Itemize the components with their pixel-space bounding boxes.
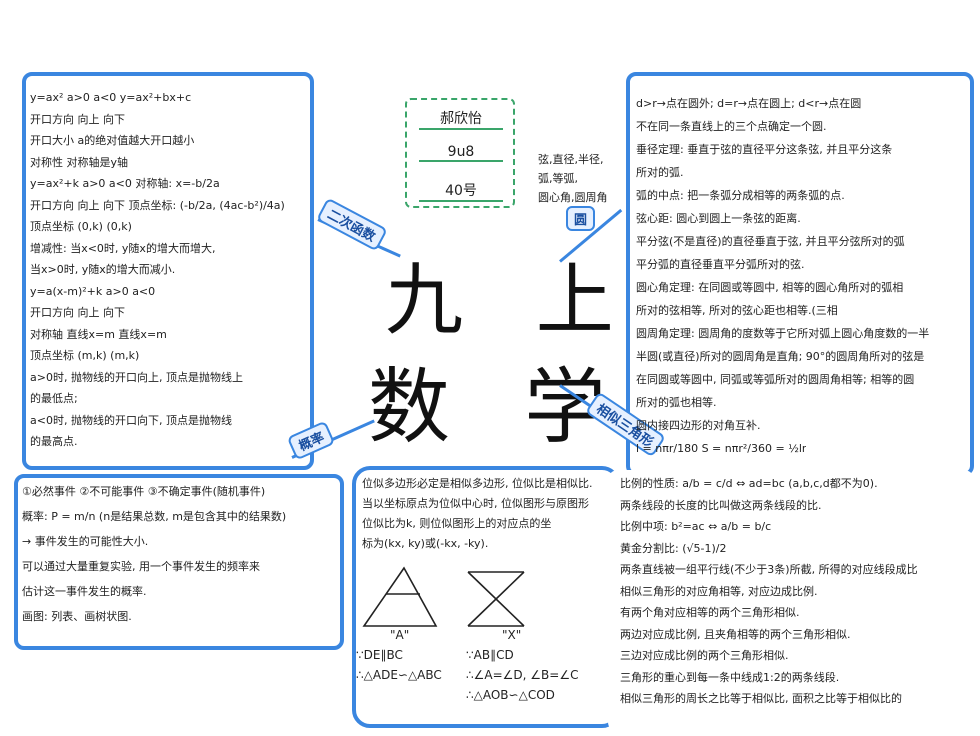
quadratic-lines-line: a>0时, 抛物线的开口向上, 顶点是抛物线上 [30,370,243,384]
quadratic-lines-line: 的最高点. [30,435,78,448]
triangle-x-condition: ∵AB∥CD [466,648,514,662]
circle-terms-line: 弦,直径,半径, [538,153,604,166]
ratio-lines-line: 黄金分割比: (√5-1)/2 [620,541,727,555]
seat-number: 40号 [419,180,503,202]
triangle-x-angles: ∴∠A=∠D, ∠B=∠C [466,668,579,682]
probability-panel [14,474,344,650]
circle-lines-line: 平分弦(不是直径)的直径垂直于弦, 并且平分弦所对的弧 [636,235,905,248]
triangle-a-label: "A" [390,628,410,642]
similar-lines-line: 当以坐标原点为位似中心时, 位似图形与原图形 [362,497,589,510]
similar-lines-line: 位似多边形必定是相似多边形, 位似比是相似比. [362,477,593,490]
ratio-lines-line: 两条线段的长度的比叫做这两条线段的比. [620,498,822,512]
circle-lines-line: 半圆(或直径)所对的圆周角是直角; 90°的圆周角所对的弦是 [636,350,925,363]
quadratic-lines-line: y=a(x-m)²+k a>0 a<0 [30,284,156,298]
student-name: 郝欣怡 [419,108,503,130]
ratio-lines-line: 三边对应成比例的两个三角形相似. [620,649,789,662]
tag-circle: 圆 [566,206,596,231]
circle-lines-line: 在同圆或等圆中, 同弧或等弧所对的圆周角相等; 相等的圆 [636,373,915,386]
probability-lines-line: → 事件发生的可能性大小. [22,535,149,548]
triangle-a-figure [362,566,438,627]
quadratic-lines-line: 增减性: 当x<0时, y随x的增大而增大, [30,241,216,255]
circle-lines-line: 弦心距: 圆心到圆上一条弦的距离. [636,212,801,225]
circle-lines-line: 不在同一条直线上的三个点确定一个圆. [636,120,827,133]
ratio-lines-line: 比例中项: b²=ac ⇔ a/b = b/c [620,520,772,533]
similar-lines-line: 位似比为k, 则位似图形上的对应点的坐 [362,517,552,530]
quadratic-lines-line: 顶点坐标 (m,k) (m,k) [30,349,140,362]
quadratic-lines-line: a<0时, 抛物线的开口向下, 顶点是抛物线 [30,413,232,427]
quadratic-lines-line: 当x>0时, y随x的增大而减小. [30,263,176,276]
ratio-lines-line: 两条直线被一组平行线(不少于3条)所截, 所得的对应线段成比 [620,563,918,576]
quadratic-lines-line: 顶点坐标 (0,k) (0,k) [30,220,132,233]
quadratic-lines-line: y=ax² a>0 a<0 y=ax²+bx+c [30,91,192,104]
name-card: 郝欣怡 9u8 40号 [405,98,515,208]
circle-lines-line: 圆内接四边形的对角互补. [636,419,761,432]
quadratic-lines-line: 开口大小 a的绝对值越大开口越小 [30,134,195,147]
circle-lines-line: 圆心角定理: 在同圆或等圆中, 相等的圆心角所对的弧相 [636,281,904,294]
title-bottom: 数 学 [368,360,631,455]
ratio-lines-line: 比例的性质: a/b = c/d ⇔ ad=bc (a,b,c,d都不为0). [620,477,878,490]
ratio-lines-line: 相似三角形的周长之比等于相似比, 面积之比等于相似比的 [620,692,902,705]
triangle-x-label: "X" [502,628,522,642]
circle-lines-line: 平分弧的直径垂直平分弧所对的弦. [636,258,805,271]
quadratic-lines-line: 开口方向 向上 向下 [30,306,125,319]
quadratic-lines-line: 对称轴 直线x=m 直线x=m [30,327,167,341]
quadratic-lines-line: 的最低点; [30,392,78,405]
quadratic-lines-line: 开口方向 向上 向下 [30,112,125,126]
probability-lines-line: 可以通过大量重复实验, 用一个事件发生的频率来 [22,560,260,573]
circle-lines-line: 圆周角定理: 圆周角的度数等于它所对弧上圆心角度数的一半 [636,327,930,340]
ratio-lines-line: 两边对应成比例, 且夹角相等的两个三角形相似. [620,627,851,641]
quadratic-lines-line: 对称性 对称轴是y轴 [30,155,129,169]
quadratic-lines-line: y=ax²+k a>0 a<0 对称轴: x=-b/2a [30,177,220,190]
triangle-x-figure [467,571,525,627]
circle-lines-line: 所对的弧. [636,166,684,179]
ratio-panel [608,470,974,732]
probability-lines-line: 概率: P = m/n (n是结果总数, m是包含其中的结果数) [22,510,287,523]
circle-lines-line: l = nπr/180 S = nπr²/360 = ½lr [636,442,807,455]
probability-lines-line: 估计这一事件发生的概率. [22,585,147,598]
triangle-x-result: ∴△AOB∽△COD [466,688,555,702]
probability-lines-line: ①必然事件 ②不可能事件 ③不确定事件(随机事件) [22,485,266,498]
class-number: 9u8 [419,144,503,162]
similar-lines-line: 标为(kx, ky)或(-kx, -ky). [362,537,489,550]
quadratic-lines-line: 开口方向 向上 向下 顶点坐标: (-b/2a, (4ac-b²)/4a) [30,198,285,212]
ratio-lines-line: 三角形的重心到每一条中线成1:2的两条线段. [620,670,840,684]
triangle-diagrams [362,566,525,627]
circle-lines-line: 弧的中点: 把一条弧分成相等的两条弧的点. [636,189,845,202]
circle-lines-line: 所对的弧也相等. [636,396,717,409]
ratio-lines-line: 相似三角形的对应角相等, 对应边成比例. [620,584,818,598]
circle-terms-line: 圆心角,圆周角 [538,191,608,204]
ratio-lines-line: 有两个角对应相等的两个三角形相似. [620,606,800,619]
circle-terms-line: 弧,等弧, [538,172,578,185]
circle-panel [626,72,974,476]
quadratic-panel [22,72,314,470]
tag-quadratic: 二次函数 [316,197,388,252]
circle-lines-line: 垂径定理: 垂直于弦的直径平分这条弦, 并且平分这条 [636,143,893,156]
title-top: 九 上 [385,256,638,346]
circle-lines-line: 所对的弦相等, 所对的弦心距也相等.(三相 [636,304,838,317]
triangle-a-result: ∴△ADE∽△ABC [356,668,442,682]
triangle-a-condition: ∵DE∥BC [356,648,403,662]
probability-lines-line: 画图: 列表、画树状图. [22,610,132,623]
circle-lines-line: d>r→点在圆外; d=r→点在圆上; d<r→点在圆 [636,97,862,110]
